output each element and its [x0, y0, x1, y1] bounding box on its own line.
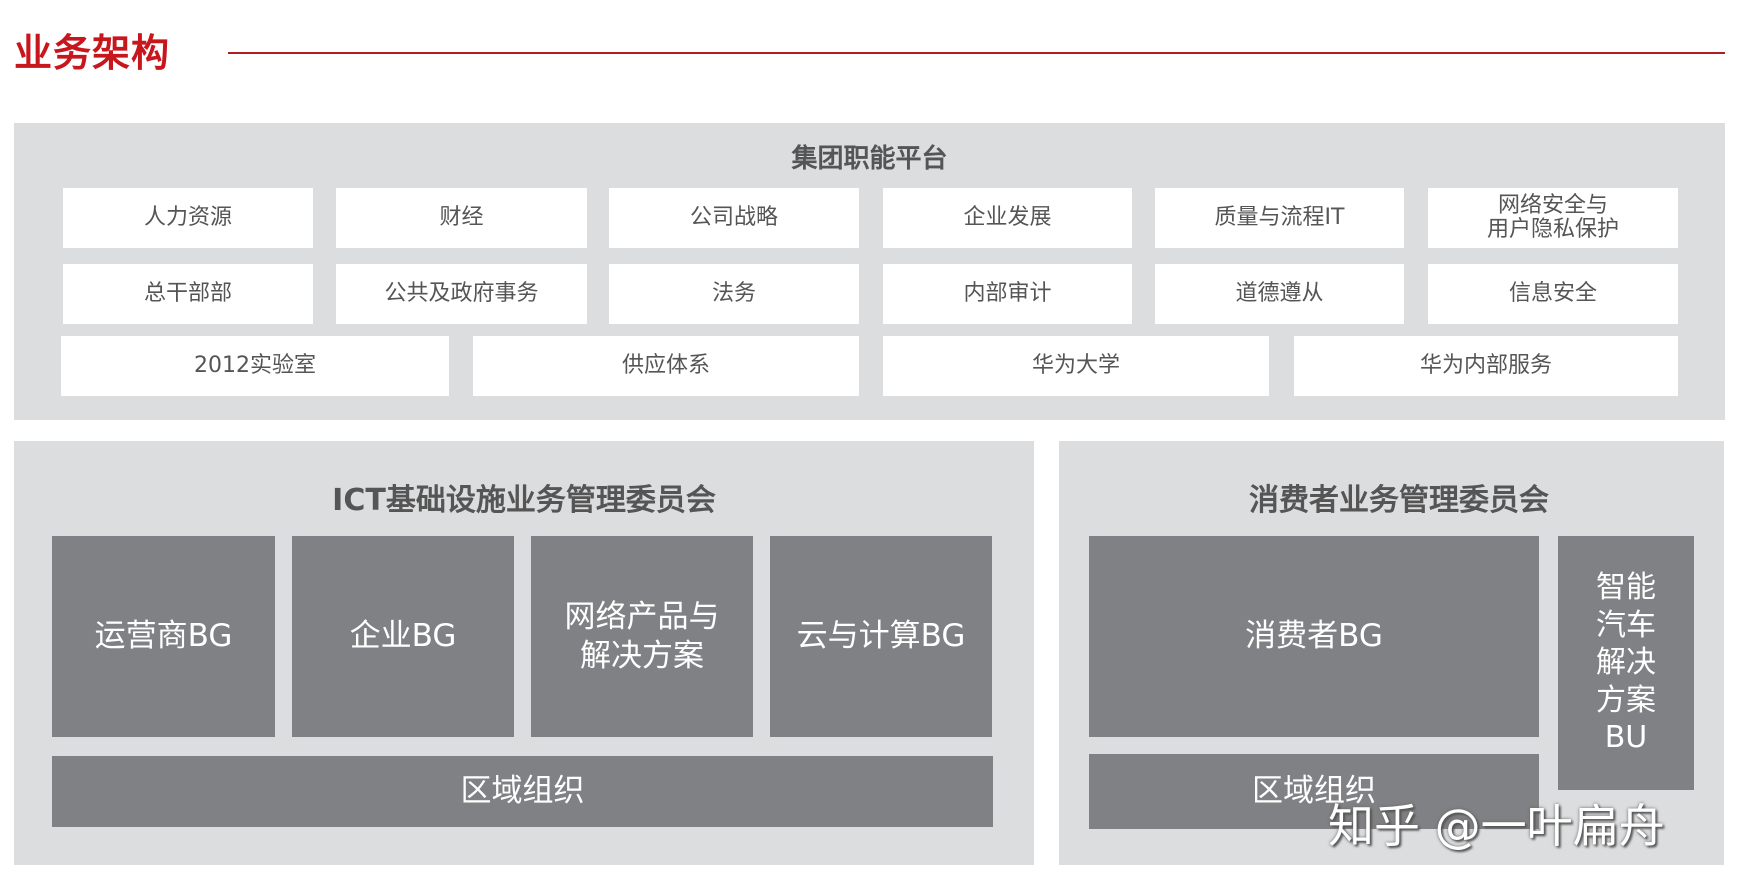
- function-box: 法务: [609, 264, 859, 324]
- function-box: 人力资源: [63, 188, 313, 248]
- function-box: 华为内部服务: [1294, 336, 1678, 396]
- function-box: 财经: [336, 188, 587, 248]
- function-box: 内部审计: [883, 264, 1132, 324]
- auto-bu: 智能 汽车 解决 方案 BU: [1558, 536, 1694, 790]
- function-box: 总干部部: [63, 264, 313, 324]
- ict-unit: 运营商BG: [52, 536, 275, 737]
- ict-region: 区域组织: [52, 756, 993, 827]
- watermark: 知乎 @一叶扁舟: [1328, 799, 1665, 853]
- function-box: 企业发展: [883, 188, 1132, 248]
- function-box: 质量与流程IT: [1155, 188, 1404, 248]
- consumer-bg: 消费者BG: [1089, 536, 1539, 737]
- ict-unit: 企业BG: [292, 536, 514, 737]
- consumer-header: 消费者业务管理委员会: [1249, 483, 1549, 518]
- page-title: 业务架构: [14, 31, 171, 75]
- function-box: 信息安全: [1428, 264, 1678, 324]
- function-box: 华为大学: [883, 336, 1269, 396]
- function-box: 2012实验室: [61, 336, 449, 396]
- ict-unit: 云与计算BG: [770, 536, 992, 737]
- function-box: 道德遵从: [1155, 264, 1404, 324]
- function-box: 供应体系: [473, 336, 859, 396]
- function-box: 公司战略: [609, 188, 859, 248]
- group-platform-header: 集团职能平台: [791, 144, 948, 174]
- function-box: 公共及政府事务: [336, 264, 587, 324]
- title-divider: [228, 52, 1725, 54]
- ict-header: ICT基础设施业务管理委员会: [332, 483, 716, 518]
- function-box: 网络安全与 用户隐私保护: [1428, 188, 1678, 248]
- consumer-region: 区域组织: [1089, 754, 1539, 829]
- ict-unit: 网络产品与 解决方案: [531, 536, 753, 737]
